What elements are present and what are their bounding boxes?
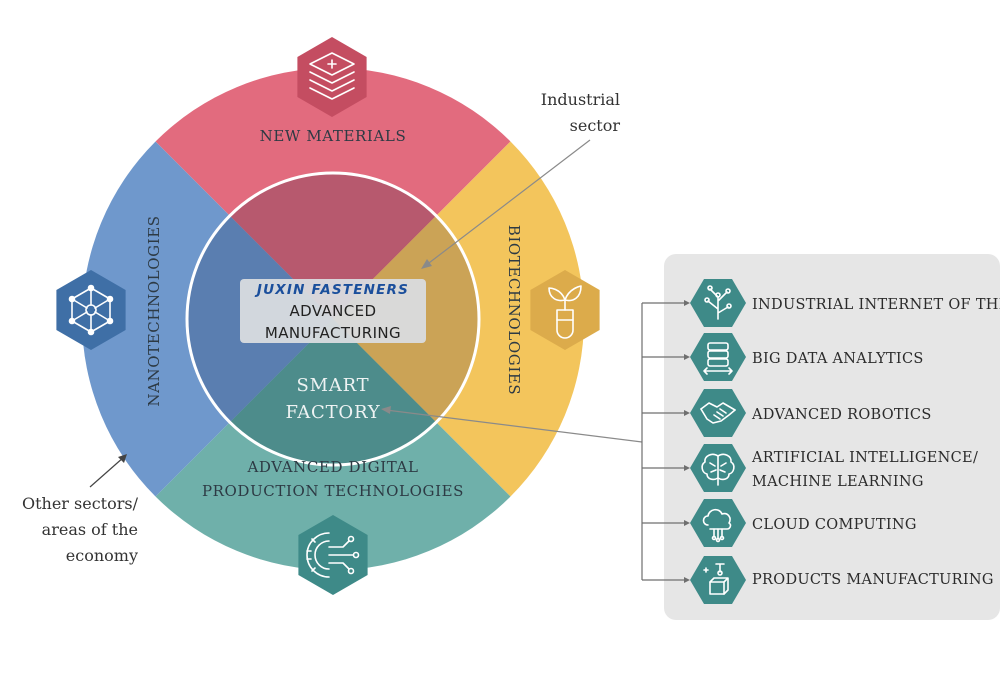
label-advanced-digital-line1: ADVANCED DIGITAL: [246, 458, 418, 476]
center-box: JUXIN FASTENERS ADVANCED MANUFACTURING: [240, 279, 426, 343]
label-nanotechnologies: NANOTECHNOLOGIES: [145, 215, 163, 406]
tech-item-cloud: [690, 499, 746, 547]
molecule-network-icon: [68, 284, 114, 336]
technology-panel-bg: [664, 254, 1000, 620]
center-title-line2: MANUFACTURING: [265, 324, 401, 342]
annotation-industrial-line2: sector: [570, 116, 621, 135]
annotation-industrial-line1: Industrial: [541, 90, 620, 109]
tech-label-iiot: INDUSTRIAL INTERNET OF THINGS: [752, 297, 1000, 313]
inner-sector-bottom: [229, 319, 437, 465]
smart-factory-line1: SMART: [296, 375, 369, 396]
center-title-line1: ADVANCED: [289, 302, 376, 320]
brain-icon: [701, 453, 735, 486]
technology-panel: [664, 254, 1000, 620]
bracket-arrowheads: [684, 300, 690, 583]
tech-label-robotics: ADVANCED ROBOTICS: [751, 407, 932, 423]
label-new-materials: NEW MATERIALS: [260, 127, 407, 145]
technology-bracket: [641, 302, 688, 581]
tech-item-manufacturing: [690, 556, 746, 604]
center-box-bg: [240, 279, 426, 343]
tech-item-big-data: [690, 333, 746, 381]
tech-label-ai-line1: ARTIFICIAL INTELLIGENCE/: [751, 450, 978, 466]
tech-label-ai-line2: MACHINE LEARNING: [752, 474, 924, 490]
hex-advanced-digital: [298, 515, 368, 595]
tech-label-big-data: BIG DATA ANALYTICS: [752, 351, 924, 367]
arrow-other-sectors: [89, 454, 127, 488]
handshake-icon: [700, 402, 736, 424]
gear-circuit-icon: [306, 532, 360, 578]
database-icon: [703, 342, 733, 375]
robot-arm-icon: [703, 563, 729, 595]
tech-label-manufacturing: PRODUCTS MANUFACTURING: [752, 572, 994, 588]
circuit-tree-icon: [704, 285, 732, 320]
label-biotechnologies: BIOTECHNOLOGIES: [505, 225, 523, 396]
smart-factory-line2: FACTORY: [286, 402, 381, 423]
connector-smart-factory: [381, 406, 643, 443]
inner-circle-border: [185, 171, 481, 467]
layers-icon: [309, 52, 355, 100]
hex-new-materials: [297, 37, 367, 117]
annotation-other-line3: economy: [66, 546, 138, 565]
hex-nanotechnologies: [56, 270, 126, 350]
brand-logo: JUXIN FASTENERS: [254, 282, 409, 298]
cloud-icon: [702, 508, 732, 543]
tech-item-ai: [690, 444, 746, 492]
arrow-industrial-sector: [421, 139, 591, 269]
tech-item-iiot: [690, 279, 746, 327]
annotation-other-line2: areas of the: [42, 520, 138, 539]
plant-test-tube-icon: [548, 285, 582, 339]
inner-sector-top: [229, 173, 437, 319]
hex-biotechnologies: [530, 270, 600, 350]
tech-item-robotics: [690, 389, 746, 437]
annotation-other-line1: Other sectors/: [22, 494, 139, 513]
tech-label-cloud: CLOUD COMPUTING: [752, 517, 917, 533]
label-advanced-digital-line2: PRODUCTION TECHNOLOGIES: [202, 482, 464, 500]
